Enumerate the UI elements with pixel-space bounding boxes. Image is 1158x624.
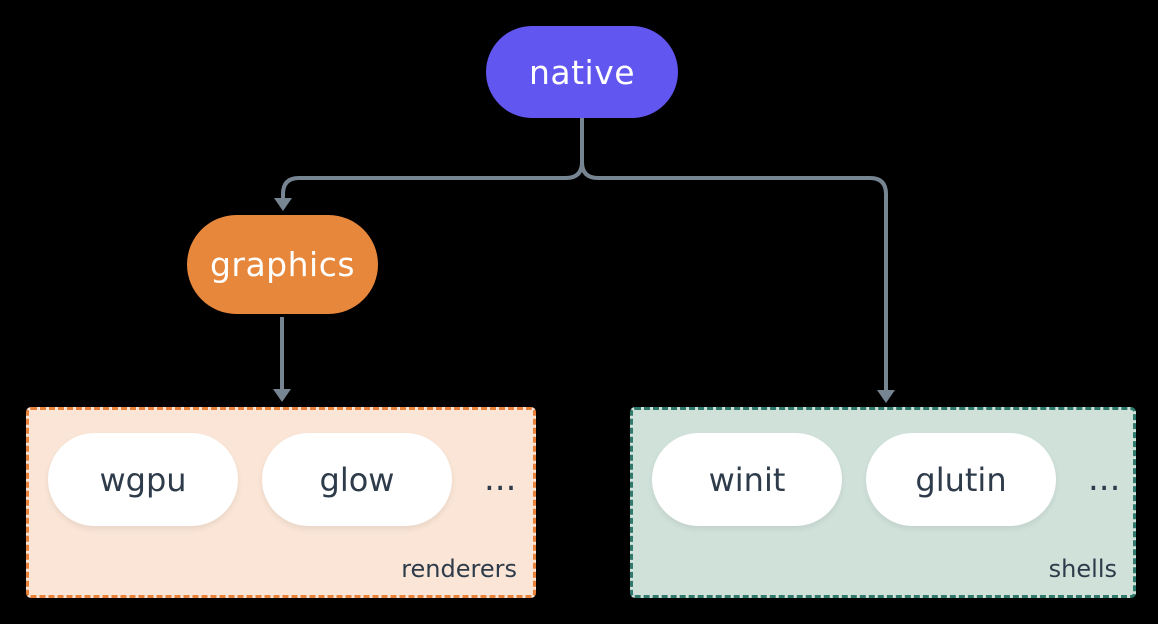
group-renderers: wgpu glow ... renderers xyxy=(26,407,536,598)
arrowhead-down-icon xyxy=(274,198,292,211)
renderers-ellipsis: ... xyxy=(484,459,517,499)
group-shells-label: shells xyxy=(1048,555,1117,583)
node-native-label: native xyxy=(528,52,636,92)
item-winit: winit xyxy=(652,433,842,526)
renderers-items-row: wgpu glow ... xyxy=(48,433,516,526)
item-wgpu: wgpu xyxy=(48,433,238,526)
item-glutin: glutin xyxy=(866,433,1056,526)
item-glow-label: glow xyxy=(319,460,395,499)
node-graphics: graphics xyxy=(187,215,378,314)
arrowhead-down-icon xyxy=(273,389,291,402)
item-glutin-label: glutin xyxy=(915,460,1007,499)
group-renderers-label: renderers xyxy=(401,555,517,583)
shells-ellipsis: ... xyxy=(1088,459,1121,499)
group-shells: winit glutin ... shells xyxy=(630,407,1136,598)
item-winit-label: winit xyxy=(708,460,786,499)
node-native: native xyxy=(486,26,678,118)
item-glow: glow xyxy=(262,433,452,526)
item-wgpu-label: wgpu xyxy=(99,460,187,499)
edge-native-shells xyxy=(580,118,888,391)
edge-native-graphics xyxy=(281,118,584,199)
node-graphics-label: graphics xyxy=(209,245,356,284)
shells-items-row: winit glutin ... xyxy=(652,433,1120,526)
arrowhead-down-icon xyxy=(877,390,895,403)
